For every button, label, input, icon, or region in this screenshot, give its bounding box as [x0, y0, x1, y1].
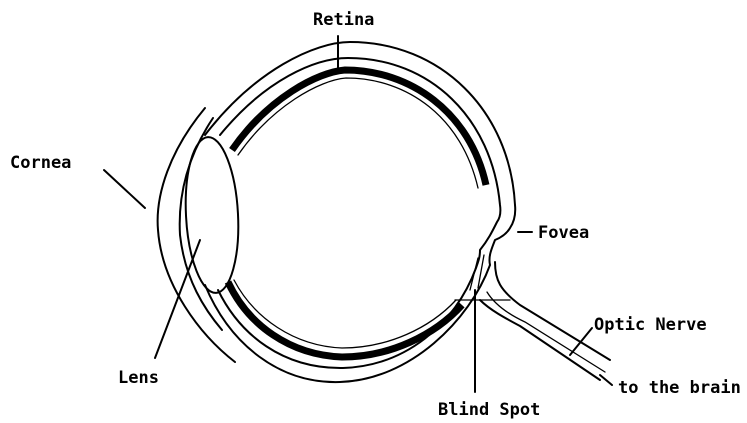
label-retina: Retina — [313, 10, 374, 30]
label-fovea: Fovea — [538, 223, 589, 243]
leader-optic-nerve — [570, 328, 592, 355]
label-to-brain: to the brain — [618, 378, 741, 398]
optic-nerve-center — [487, 292, 605, 372]
leader-lens — [155, 240, 200, 358]
label-optic-nerve: Optic Nerve — [594, 315, 707, 335]
label-blind-spot: Blind Spot — [438, 400, 540, 420]
retina-inner-edge — [238, 78, 478, 188]
leader-to-brain — [600, 375, 612, 385]
leader-cornea — [104, 170, 145, 208]
nerve-fiber-1 — [470, 258, 478, 290]
lens-shape — [182, 136, 242, 295]
label-lens: Lens — [118, 368, 159, 388]
sclera-outer — [205, 42, 515, 382]
retina-layer-lower — [228, 282, 462, 357]
optic-nerve-upper — [495, 262, 610, 360]
label-cornea: Cornea — [10, 153, 71, 173]
